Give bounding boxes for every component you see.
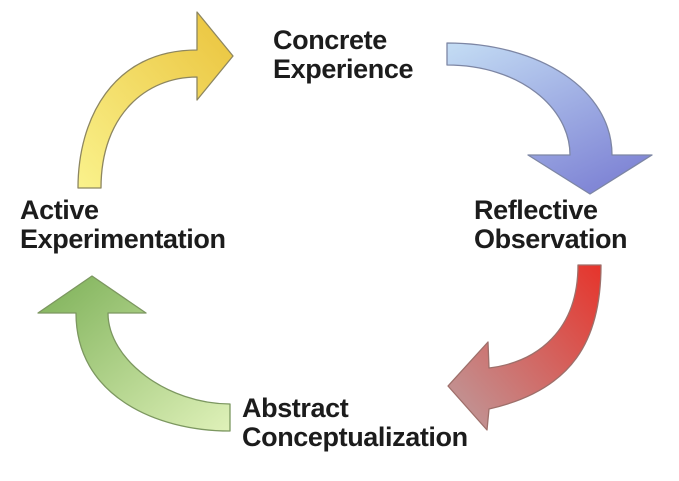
- stage-label-line: Abstract: [242, 393, 349, 423]
- stage-label-concrete-experience: Concrete Experience: [273, 26, 413, 84]
- green-arrow: [37, 275, 231, 432]
- blue-arrow: [446, 42, 653, 195]
- stage-label-line: Conceptualization: [242, 422, 468, 452]
- stage-label-reflective-observation: Reflective Observation: [474, 195, 628, 254]
- stage-label-line: Concrete: [273, 25, 387, 55]
- stage-label-active-experimentation: Active Experimentation: [20, 196, 226, 254]
- stage-label-line: Experience: [273, 54, 414, 84]
- stage-label-line: Reflective: [474, 195, 598, 225]
- yellow-arrow: [77, 11, 234, 189]
- red-arrow: [447, 264, 602, 431]
- stage-label-line: Experimentation: [20, 224, 226, 254]
- stage-label-abstract-conceptualization: Abstract Conceptualization: [242, 394, 468, 452]
- stage-label-line: Active: [20, 195, 99, 225]
- stage-label-line: Observation: [474, 224, 628, 254]
